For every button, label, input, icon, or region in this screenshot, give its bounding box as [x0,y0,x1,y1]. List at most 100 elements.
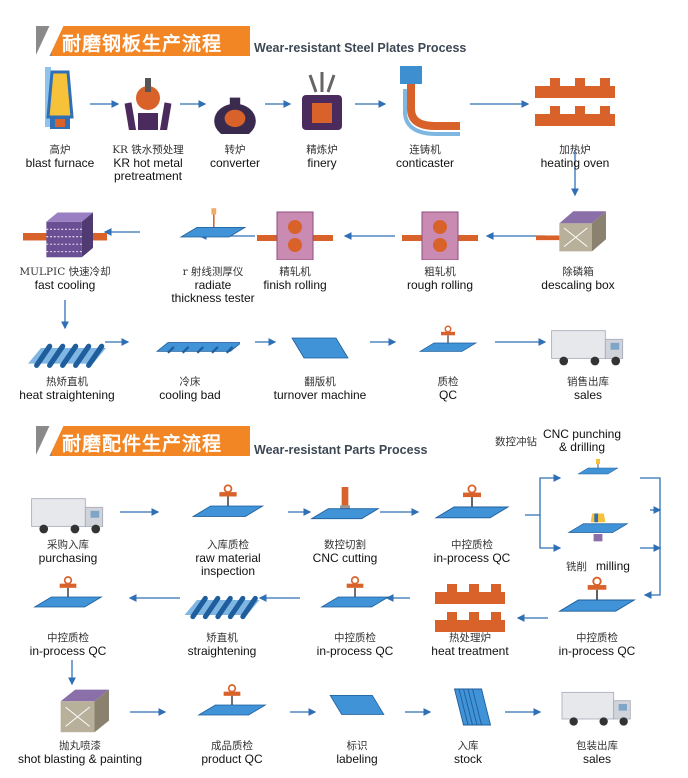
rollers-icon [17,322,117,374]
truck-icon [547,684,647,734]
truck-icon [538,322,638,374]
step-cn: 中控质检 [451,539,493,551]
step-cn: 采购入库 [47,539,89,551]
rolling-mill-icon [245,200,345,261]
steel-title-cn: 耐磨钢板生产流程 [62,33,223,55]
rolling-mill-icon [390,200,490,261]
step-cn: 冷床 [179,376,201,388]
step-cn: 粗轧机 [424,266,456,278]
heating-oven-icon [525,66,625,128]
step-cn: 高炉 [49,144,71,156]
qc-probe-icon [182,680,282,730]
kr-pretreatment-icon [98,68,198,134]
step-en: sales [582,752,611,766]
step-en: finery [307,156,337,170]
step-en: fast cooling [34,278,96,292]
milling-icon [548,512,648,556]
blast-furnace-icon [10,62,110,134]
qc-probe-icon [547,572,647,628]
shot-blasting-box-icon [30,680,130,738]
step-cn: 中控质检 [576,632,618,644]
step-en: finish rolling [263,278,327,292]
step-cn: 热处理炉 [449,632,491,644]
step-en: heating oven [540,156,610,170]
step-en: labeling [336,752,378,766]
step-cn: 销售出库 [567,376,609,388]
parts-step-label: 铣削 milling [523,557,673,575]
step-cn: 数控切割 [324,539,366,551]
step-cn: 抛丸喷漆 [59,740,101,752]
step-cn: 除磷箱 [562,266,594,278]
step-en: KR hot metal pretreatment [113,156,183,183]
steel-title-en: Wear-resistant Steel Plates Process [254,41,467,55]
steel-title-banner: 耐磨钢板生产流程 [36,26,250,56]
step-cn: 入库 [457,740,479,752]
step-en: CNC cutting [312,551,378,565]
truck-icon [18,490,118,542]
step-en: product QC [201,752,263,766]
heat-treatment-furnace-icon [420,572,520,634]
cooling-box-icon [15,205,115,261]
step-cn: 热矫直机 [46,376,88,388]
step-en: converter [209,156,261,170]
drill-icon [548,458,648,488]
parts-title-cn: 耐磨配件生产流程 [62,433,223,455]
step-en: heat treatment [431,644,509,658]
step-cn: 矫直机 [206,632,238,644]
step-cn: 翻版机 [304,376,336,388]
stacked-plates-icon [418,680,518,734]
qc-probe-icon [398,322,498,364]
step-en: shot blasting & painting [17,752,143,766]
rollers-icon [172,575,272,625]
step-en: milling [595,559,630,573]
step-cn: 转炉 [224,144,246,156]
step-en: descaling box [541,278,615,292]
step-en: stock [453,752,482,766]
step-cn: MULPIC 快速冷却 [19,266,111,278]
plate-icon [307,680,407,726]
step-cn: 质检 [437,376,459,388]
step-en: conticaster [395,156,455,170]
step-en: straightening [187,644,257,658]
step-cn: 连铸机 [409,144,441,156]
step-en: blast furnace [25,156,95,170]
step-en: radiate thickness tester [171,278,255,305]
step-cn: 精炼炉 [306,144,338,156]
qc-probe-icon [18,572,118,622]
step-en: in-process QC [29,644,107,658]
flow-arrow [539,515,562,552]
step-en: QC [439,388,457,402]
qc-probe-icon [178,480,278,532]
qc-probe-icon [305,572,405,622]
step-cn: 中控质检 [47,632,89,644]
converter-icon [185,82,285,139]
step-cn: 标识 [346,740,368,752]
thickness-tester-icon [163,205,263,253]
step-en: in-process QC [558,644,636,658]
cooling-bed-icon [140,322,243,366]
step-cn: 成品质检 [211,740,253,752]
descaling-box-icon [528,200,628,256]
step-en: in-process QC [433,551,511,565]
